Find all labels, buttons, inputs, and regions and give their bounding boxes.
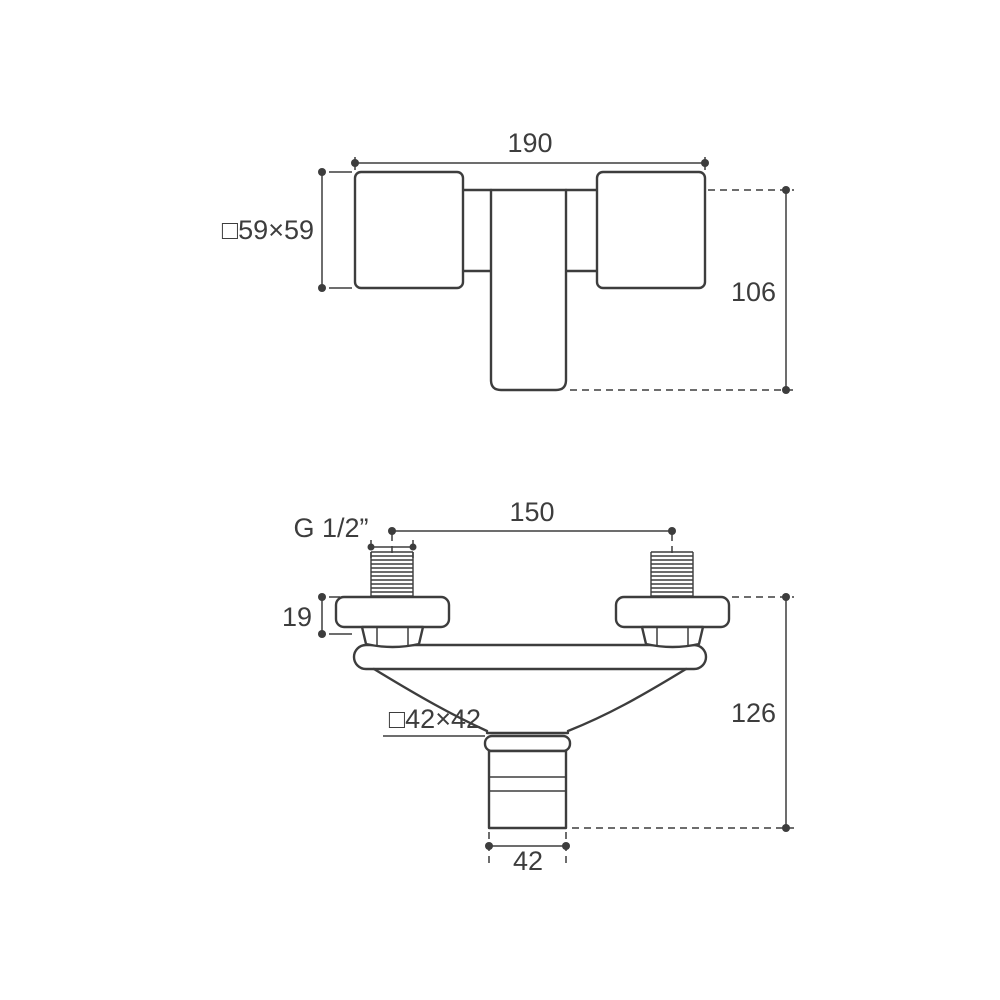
left-nut (360, 625, 425, 649)
dim-outlet-width: 42 (485, 832, 570, 876)
dim-inlet-centres-label: 150 (509, 497, 554, 527)
dim-outlet-width-label: 42 (513, 846, 543, 876)
dim-spout-section: □42×42 (383, 704, 485, 737)
dim-front-height-label: 126 (731, 698, 776, 728)
dim-handle-section: □59×59 (222, 168, 352, 292)
left-flange (334, 595, 451, 629)
dim-front-height: 126 (572, 593, 794, 832)
dim-handle-section-label: □59×59 (222, 215, 314, 245)
front-view-body-bar (352, 643, 708, 671)
dim-spout-section-label: □42×42 (389, 704, 481, 734)
dim-inlet-centres: 150 (388, 497, 676, 553)
top-view-body-bar (461, 188, 599, 273)
left-inlet-thread (370, 551, 414, 597)
front-view: 150 G 1/2” (282, 497, 794, 876)
top-view-spout (489, 188, 568, 392)
top-view-right-handle (595, 170, 707, 290)
dim-thread: G 1/2” (293, 513, 417, 558)
dim-top-width-label: 190 (507, 128, 552, 158)
dim-top-depth-label: 106 (731, 277, 776, 307)
dim-top-depth: 106 (570, 186, 794, 394)
dim-flange-height: 19 (282, 593, 352, 638)
dim-flange-height-label: 19 (282, 602, 312, 632)
dim-top-width: 190 (351, 128, 709, 170)
right-inlet-thread (650, 551, 694, 597)
right-nut (640, 625, 705, 649)
front-view-funnel (372, 667, 688, 735)
dim-thread-label: G 1/2” (293, 513, 368, 543)
right-flange (614, 595, 731, 629)
front-view-spout (483, 734, 572, 830)
top-view-left-handle (353, 170, 465, 290)
top-view: 190 □59×59 106 (222, 128, 794, 394)
